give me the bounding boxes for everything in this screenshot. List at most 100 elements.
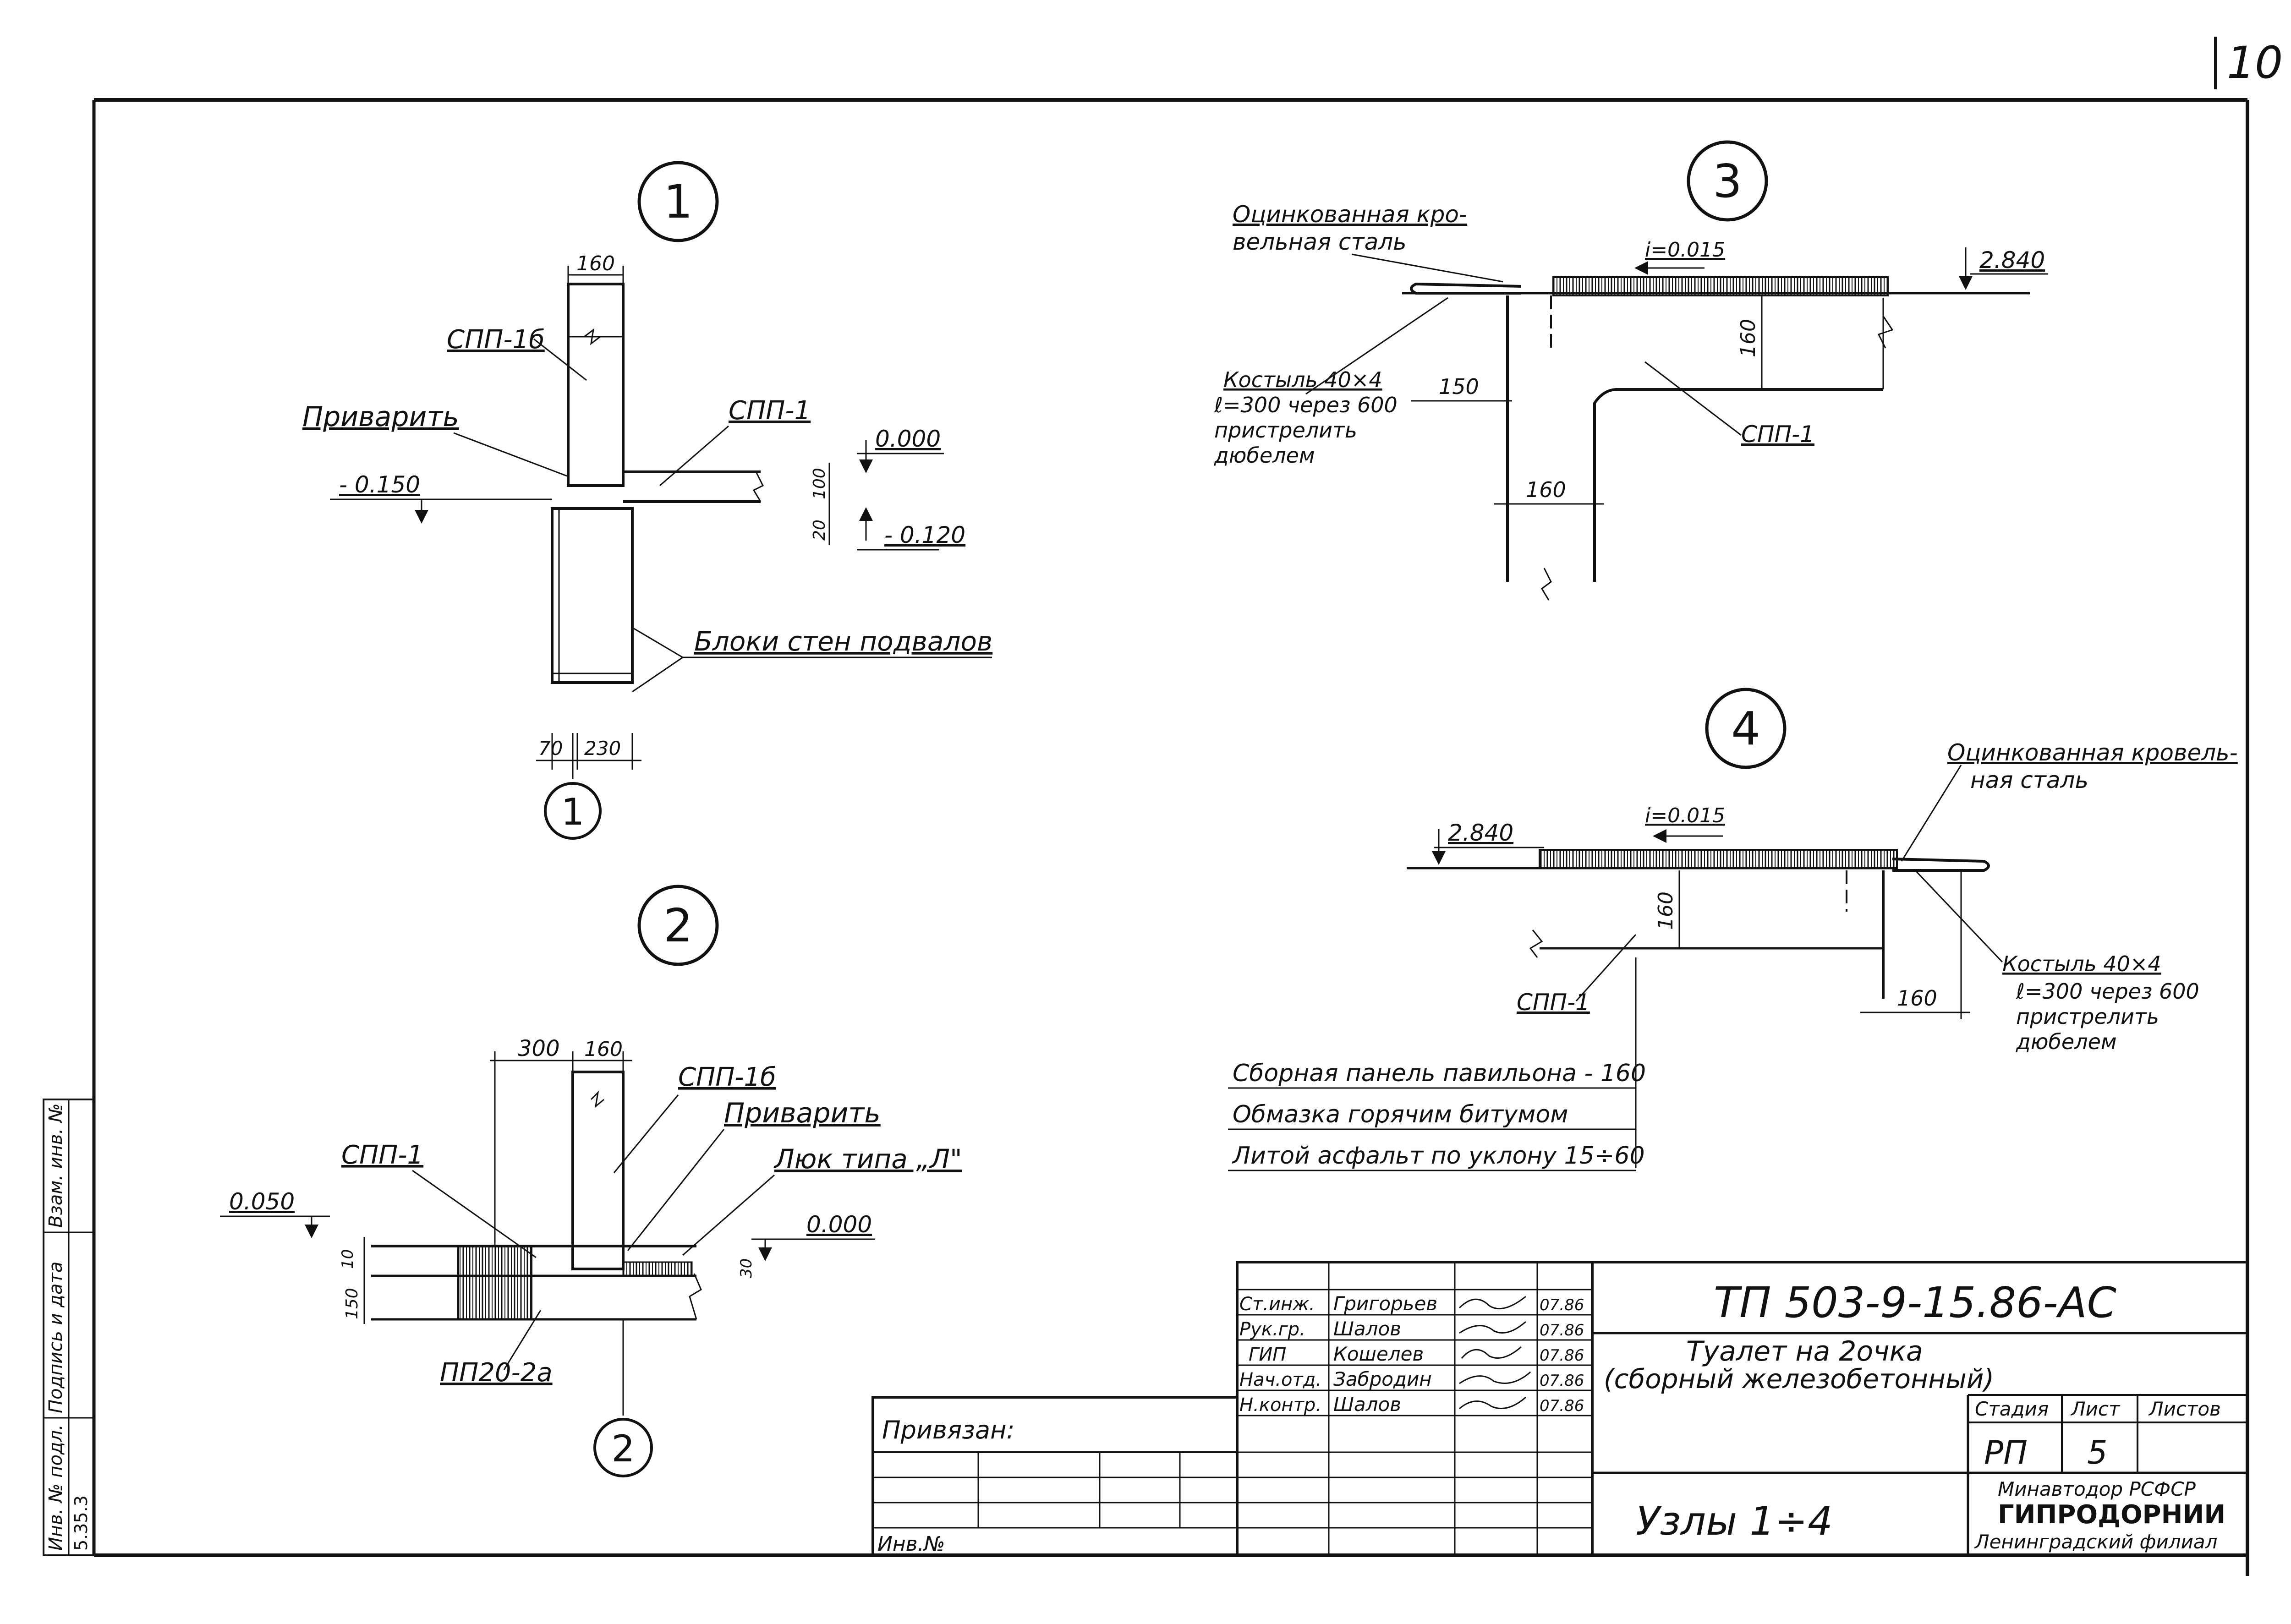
doc-title-1: Туалет на 2очка: [1686, 1335, 1923, 1367]
svg-text:Кошелев: Кошелев: [1333, 1343, 1424, 1365]
doc-code: ТП 503-9-15.86-АС: [1714, 1278, 2116, 1327]
svg-text:1: 1: [561, 791, 585, 833]
stage-value: РП: [1984, 1434, 2028, 1471]
n3-kost-2: ℓ=300 через 600: [1214, 393, 1398, 417]
n3-ocink-1: Оцинкованная кро-: [1233, 201, 1467, 228]
node-4: 4 i=0.015 2.840 160 160 Оцинкованная кро…: [1228, 688, 2238, 1171]
left-stamp: Взам. инв. № Подпись и дата Инв. № подл.…: [43, 1099, 95, 1556]
n3-ocink-2: вельная сталь: [1233, 229, 1407, 255]
svg-text:07.86: 07.86: [1540, 1321, 1584, 1340]
node-2: 2 300 160 СПП-1б Приварить Люк типа „Л" …: [220, 885, 962, 1477]
node-1-marker: [637, 161, 719, 242]
svg-text:ГИП: ГИП: [1249, 1344, 1286, 1365]
n1-level-000: 0.000: [875, 426, 941, 452]
node-2-section-marker: [593, 1418, 653, 1477]
svg-text:160: 160: [584, 1038, 623, 1061]
svg-text:2: 2: [663, 899, 693, 952]
n4-kost-2: ℓ=300 через 600: [2016, 979, 2199, 1004]
org-1: Минавтодор РСФСР: [1998, 1478, 2196, 1500]
svg-text:160: 160: [1737, 319, 1760, 357]
svg-text:07.86: 07.86: [1540, 1346, 1584, 1365]
stamp-inv-podl: Инв. № подл.: [45, 1424, 66, 1551]
svg-text:150: 150: [1439, 374, 1479, 399]
n4-layer-2: Обмазка горячим битумом: [1233, 1101, 1568, 1128]
privyazan-label: Привязан:: [882, 1416, 1015, 1444]
signature-row: Н.контр. Шалов 07.86: [1239, 1393, 1584, 1416]
sheet-name: Узлы 1÷4: [1636, 1498, 1833, 1544]
svg-text:2: 2: [612, 1427, 635, 1470]
signature-row: Ст.инж. Григорьев 07.86: [1239, 1292, 1584, 1315]
svg-text:Нач.отд.: Нач.отд.: [1239, 1369, 1321, 1390]
node-3: 3 i=0.015 2.840 160 150 160 Оцинкованная…: [1214, 140, 2048, 601]
svg-text:300: 300: [518, 1036, 560, 1061]
signature-row: Рук.гр. Шалов 07.86: [1239, 1318, 1584, 1340]
n2-level-000: 0.000: [806, 1211, 872, 1238]
svg-text:160: 160: [1526, 477, 1566, 502]
org-2: ГИПРОДОРНИИ: [1998, 1500, 2225, 1530]
n4-spp1: СПП-1: [1517, 989, 1590, 1016]
svg-text:160: 160: [1654, 891, 1677, 930]
signature-row: ГИП Кошелев 07.86: [1249, 1343, 1584, 1365]
n2-spp1b: СПП-1б: [678, 1062, 776, 1092]
n3-slope: i=0.015: [1645, 238, 1725, 262]
sheet-label: Лист: [2070, 1398, 2121, 1420]
node-1-section-marker: [544, 782, 602, 840]
stamp-inv-value: 5.35.3: [71, 1495, 91, 1551]
stage-label: Стадия: [1975, 1398, 2049, 1420]
node-3-marker: [1687, 140, 1768, 222]
svg-text:20: 20: [810, 519, 829, 541]
node-1: 1 160 СПП-1б Приварить СПП-1 0.000 - 0.1…: [302, 161, 992, 840]
node-4-marker: [1705, 688, 1787, 769]
svg-text:30: 30: [737, 1258, 756, 1278]
drawing-frame: [92, 98, 2249, 1576]
svg-text:Григорьев: Григорьев: [1333, 1292, 1437, 1315]
n4-kost-3: пристрелить: [2016, 1004, 2159, 1029]
page-number-text: 10: [2227, 37, 2283, 88]
n2-level-0050: 0.050: [229, 1188, 295, 1215]
n3-kost-1: Костыль 40×4: [1223, 367, 1382, 392]
node-2-marker: [637, 885, 719, 966]
n2-privarit: Приварить: [724, 1097, 881, 1129]
svg-text:3: 3: [1713, 154, 1742, 208]
n1-privarit: Приварить: [302, 401, 459, 433]
svg-text:07.86: 07.86: [1540, 1397, 1584, 1415]
svg-text:Шалов: Шалов: [1333, 1318, 1401, 1340]
n1-spp1b: СПП-1б: [447, 325, 545, 355]
title-block: Привязан: Инв.№ Ст.инж. Григорьев 07.86 …: [871, 1261, 2249, 1557]
svg-text:Забродин: Забродин: [1333, 1368, 1432, 1390]
n2-pp: ПП20-2а: [440, 1358, 553, 1388]
n1-spp1: СПП-1: [729, 396, 811, 426]
svg-text:70: 70: [538, 737, 563, 760]
stamp-podpis: Подпись и дата: [45, 1262, 66, 1413]
n3-kost-4: дюбелем: [1214, 443, 1315, 468]
signature-row: Нач.отд. Забродин 07.86: [1239, 1368, 1584, 1390]
svg-text:100: 100: [810, 468, 829, 499]
svg-text:07.86: 07.86: [1540, 1296, 1584, 1314]
n1-level-m0150: - 0.150: [339, 471, 420, 498]
svg-text:07.86: 07.86: [1540, 1372, 1584, 1390]
svg-text:Шалов: Шалов: [1333, 1393, 1401, 1416]
svg-text:Н.контр.: Н.контр.: [1239, 1394, 1321, 1416]
svg-text:1: 1: [663, 175, 693, 229]
n4-kost-4: дюбелем: [2016, 1029, 2117, 1054]
n3-spp1: СПП-1: [1741, 421, 1814, 448]
svg-text:4: 4: [1731, 702, 1760, 755]
svg-text:10: 10: [339, 1249, 357, 1269]
n4-ocink-1: Оцинкованная кровель-: [1947, 739, 2238, 766]
svg-text:160: 160: [1897, 986, 1937, 1011]
org-3: Ленинградский филиал: [1974, 1531, 2217, 1553]
n2-spp1: СПП-1: [341, 1140, 423, 1170]
svg-text:150: 150: [343, 1288, 362, 1319]
inv-no-label: Инв.№: [877, 1532, 945, 1556]
n2-lyuk: Люк типа „Л": [773, 1143, 962, 1175]
n3-kost-3: пристрелить: [1214, 418, 1357, 443]
n1-level-m0120: - 0.120: [884, 522, 965, 548]
n4-kost-1: Костыль 40×4: [2002, 951, 2161, 976]
page-number: 10: [2214, 37, 2283, 89]
n4-layer-3: Литой асфальт по уклону 15÷60: [1232, 1142, 1645, 1170]
n3-level: 2.840: [1979, 247, 2045, 273]
stamp-vzam-inv: Взам. инв. №: [45, 1103, 66, 1228]
n4-slope: i=0.015: [1645, 804, 1725, 827]
svg-text:160: 160: [576, 252, 615, 275]
svg-text:Ст.инж.: Ст.инж.: [1239, 1294, 1315, 1315]
